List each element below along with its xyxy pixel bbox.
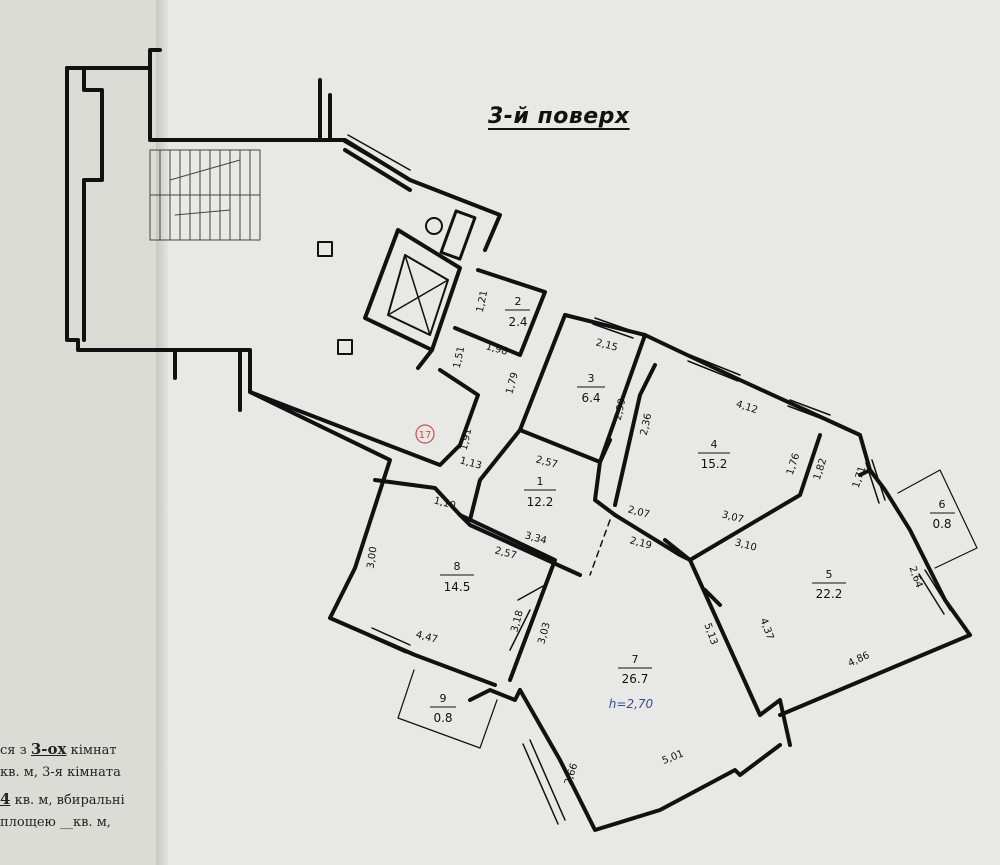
room-4-number: 4 xyxy=(711,438,718,451)
room-1-number: 1 xyxy=(537,475,544,488)
stair-marker-label: 17 xyxy=(419,430,432,441)
dim-label: 1,82 xyxy=(812,457,829,482)
stairwell xyxy=(65,48,392,570)
left-text-line-1: ся з 3-ох кімнат xyxy=(0,740,117,758)
room-3-number: 3 xyxy=(588,372,595,385)
dim-label: 4,12 xyxy=(734,399,759,416)
room-2-number: 2 xyxy=(515,295,522,308)
corridor-walls xyxy=(328,138,502,261)
apartment-walls xyxy=(248,268,972,832)
elevator-shaft xyxy=(363,228,462,352)
dim-label: 2,36 xyxy=(639,412,654,436)
dim-label: 1,10 xyxy=(432,495,456,511)
dim-label: 5,01 xyxy=(661,748,686,767)
balcony-outlines xyxy=(397,469,978,749)
room-9-area: 0.8 xyxy=(433,711,452,725)
room-5-area: 22.2 xyxy=(816,587,843,601)
ceiling-height: h=2,70 xyxy=(609,697,654,711)
left-page xyxy=(0,0,163,865)
dim-label: 4,37 xyxy=(757,617,775,642)
room-7-number: 7 xyxy=(632,653,639,666)
left-text-line-3: 4 кв. м, вбиральні xyxy=(0,790,125,808)
dim-label: 1,91 xyxy=(459,427,474,451)
room-6-number: 6 xyxy=(939,498,946,511)
dim-label: 2,07 xyxy=(626,504,650,520)
dim-label: 3,03 xyxy=(536,621,552,645)
dim-label: 4,86 xyxy=(847,650,872,669)
dim-label: 3,00 xyxy=(366,546,380,570)
dim-label: 1,98 xyxy=(484,341,508,357)
dim-label: 3,34 xyxy=(523,530,547,546)
dim-label: 1,76 xyxy=(785,452,802,477)
windows xyxy=(343,134,951,825)
right-page xyxy=(163,0,1000,865)
left-text-line-4: площею __кв. м, xyxy=(0,815,111,830)
room-1-area: 12.2 xyxy=(527,495,554,509)
dim-label: 5,13 xyxy=(701,622,719,647)
room-8-number: 8 xyxy=(454,560,461,573)
dim-label: 2,64 xyxy=(906,565,924,590)
room-6-area: 0.8 xyxy=(932,517,951,531)
dim-label: 2,99 xyxy=(613,397,628,421)
dim-label: 4,47 xyxy=(414,629,438,645)
dim-label: 1,79 xyxy=(504,371,520,395)
dim-label: 2,57 xyxy=(534,454,558,470)
dim-label: 1,51 xyxy=(452,345,467,369)
dim-label: 1,13 xyxy=(458,455,482,471)
room-9-number: 9 xyxy=(440,692,447,705)
room-5-number: 5 xyxy=(826,568,833,581)
dim-label: 2,57 xyxy=(493,545,517,561)
room-8-area: 14.5 xyxy=(444,580,471,594)
room-2-area: 2.4 xyxy=(508,315,527,329)
room-labels: 2 2.4 3 6.4 4 15.2 1 12.2 5 22.2 6 0.8 8… xyxy=(430,295,955,725)
dim-label: 1,21 xyxy=(475,289,490,313)
stair-marker-circle xyxy=(415,424,435,444)
left-text-line-2: кв. м, 3-я кімната xyxy=(0,765,121,780)
dim-label: 2,66 xyxy=(563,762,580,787)
room-7-area: 26.7 xyxy=(622,672,649,686)
room-4-area: 15.2 xyxy=(701,457,728,471)
book-gutter xyxy=(156,0,168,865)
room-3-area: 6.4 xyxy=(581,391,600,405)
dim-label: 1,71 xyxy=(851,465,868,490)
floor-title: 3-й поверх xyxy=(488,104,630,129)
dim-label: 3,07 xyxy=(720,509,744,525)
dim-label: 3,10 xyxy=(733,537,757,553)
dim-label: 3,18 xyxy=(509,609,525,633)
dim-label: 2,15 xyxy=(594,337,618,353)
stair-treads xyxy=(149,149,261,241)
